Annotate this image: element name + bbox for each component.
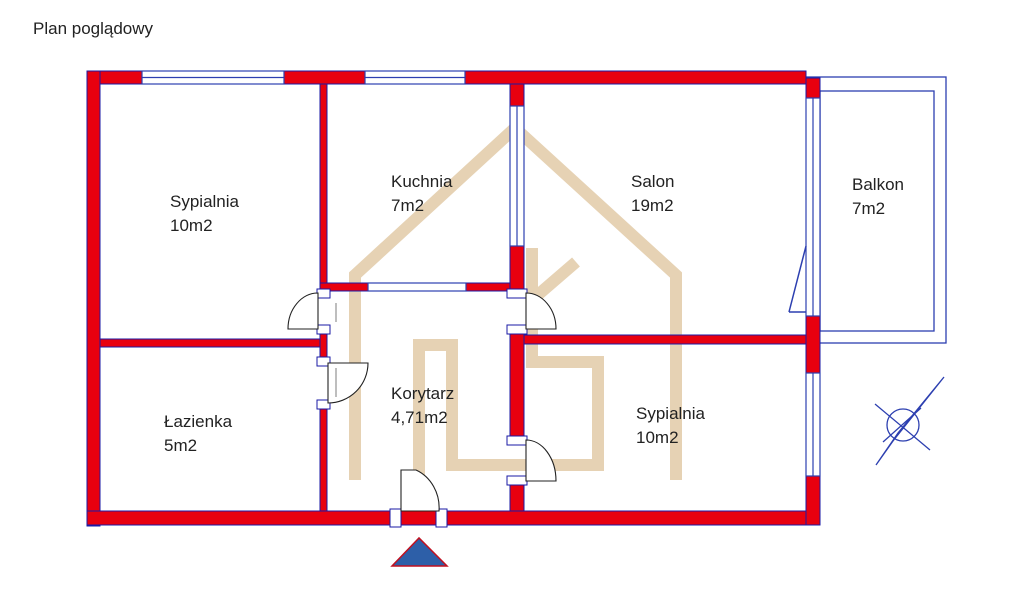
entrance-arrow-icon bbox=[390, 536, 449, 567]
compass-icon bbox=[874, 376, 945, 466]
wall-bottom bbox=[86, 510, 821, 526]
room-area-salon: 19m2 bbox=[631, 196, 674, 215]
room-name-salon: Salon bbox=[631, 172, 674, 191]
door-salon bbox=[525, 292, 557, 330]
door-swings bbox=[287, 292, 557, 512]
plan-title: Plan poglądowy bbox=[33, 19, 154, 38]
door-bedroom2 bbox=[525, 439, 557, 482]
room-name-lazienka: Łazienka bbox=[164, 412, 233, 431]
windows bbox=[141, 70, 821, 477]
room-name-sypialnia-1: Sypialnia bbox=[170, 192, 240, 211]
room-name-korytarz: Korytarz bbox=[391, 384, 454, 403]
room-area-sypialnia-1: 10m2 bbox=[170, 216, 213, 235]
room-area-lazienka: 5m2 bbox=[164, 436, 197, 455]
room-area-kuchnia: 7m2 bbox=[391, 196, 424, 215]
wall-right-lower bbox=[805, 475, 821, 526]
wall-bathroom-north bbox=[99, 338, 321, 348]
opening-kitchen-corridor bbox=[367, 282, 467, 292]
door-frames bbox=[316, 288, 528, 528]
wall-right-upper bbox=[805, 77, 821, 99]
room-name-balkon: Balkon bbox=[852, 175, 904, 194]
wall-salon-west-top bbox=[509, 83, 525, 107]
wall-kitchen-west bbox=[319, 83, 328, 290]
wall-salon-west-bottom bbox=[509, 245, 525, 292]
door-bathroom bbox=[327, 362, 369, 404]
wall-kitchen-south-right bbox=[465, 282, 511, 292]
wall-bedroom2-north bbox=[523, 334, 807, 345]
room-area-korytarz: 4,71m2 bbox=[391, 408, 448, 427]
wall-right-middle bbox=[805, 315, 821, 374]
room-labels: Sypialnia 10m2 Kuchnia 7m2 Salon 19m2 Ba… bbox=[164, 172, 904, 455]
room-area-balkon: 7m2 bbox=[852, 199, 885, 218]
room-name-sypialnia-2: Sypialnia bbox=[636, 404, 706, 423]
wall-corridor-west-b bbox=[319, 404, 328, 512]
balcony-door-swing bbox=[788, 245, 807, 313]
wall-bedroom2-west-a bbox=[509, 330, 525, 440]
door-bedroom1 bbox=[287, 292, 319, 330]
room-name-kuchnia: Kuchnia bbox=[391, 172, 453, 191]
door-entrance bbox=[400, 469, 440, 512]
room-area-sypialnia-2: 10m2 bbox=[636, 428, 679, 447]
wall-left bbox=[86, 70, 101, 527]
